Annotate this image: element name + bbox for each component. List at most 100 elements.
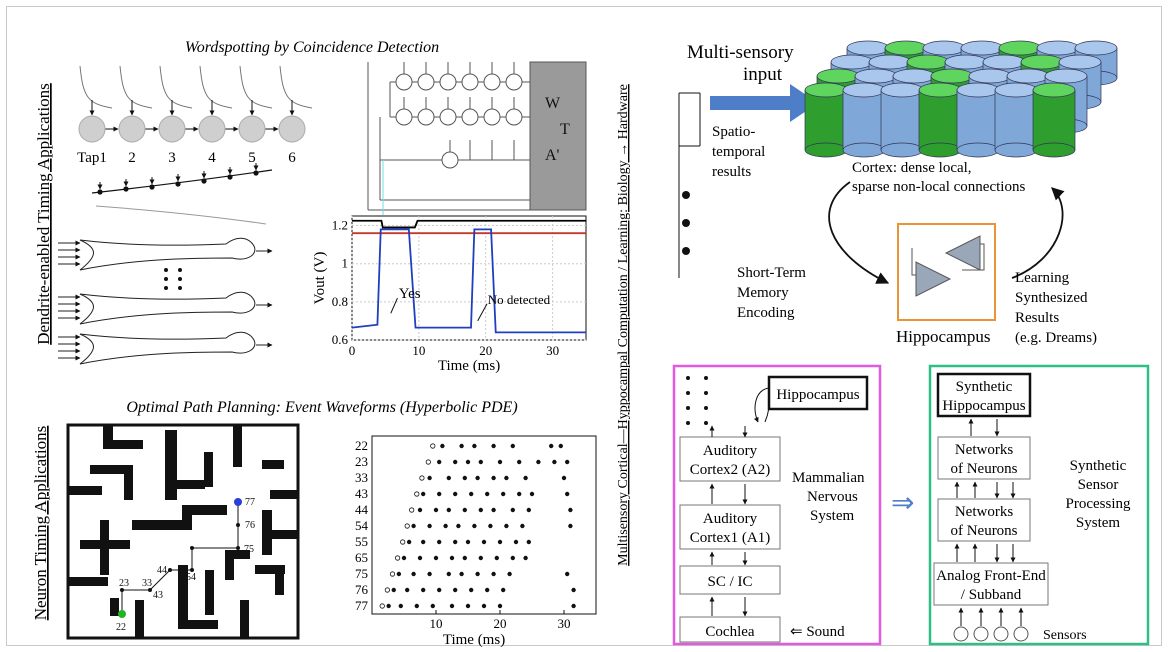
maze-label-44: 44 xyxy=(157,565,167,576)
vout-plot-area xyxy=(351,215,587,341)
raster-point xyxy=(497,539,503,545)
cortex-column-top xyxy=(998,40,1042,56)
right-side-label: Multisensory Cortical—Hyppocampal Comput… xyxy=(616,84,631,566)
raster-point xyxy=(510,555,515,561)
wta-label-w: W xyxy=(545,95,561,112)
raster-open-point xyxy=(400,539,406,545)
raster-point xyxy=(510,507,515,513)
raster-point xyxy=(478,459,483,465)
tap-label-2: 2 xyxy=(128,150,136,166)
raster-point xyxy=(449,555,455,561)
raster-point xyxy=(494,555,499,561)
raster-point xyxy=(411,571,416,577)
raster-point xyxy=(497,603,503,609)
wta-row-2 xyxy=(395,97,523,126)
input-title-2: input xyxy=(743,64,783,85)
raster-point xyxy=(520,523,525,529)
vout-xtick-label: 0 xyxy=(349,343,356,358)
cortex-column xyxy=(880,82,924,158)
raster-point xyxy=(433,555,439,561)
vout-ytick-label: 0.6 xyxy=(332,332,349,347)
raster-open-point xyxy=(425,459,431,465)
psp-wave-6 xyxy=(279,65,313,109)
raster-point xyxy=(523,555,528,561)
raster-point xyxy=(507,571,512,577)
cortex-column-top xyxy=(804,82,848,98)
maze-label-75: 75 xyxy=(244,544,254,555)
raster-point xyxy=(478,507,483,513)
raster-row-label: 22 xyxy=(355,438,368,453)
cortex-column-top xyxy=(968,68,1012,84)
afe-box xyxy=(933,562,1049,606)
raster-point xyxy=(485,491,490,497)
cortex-column-bottom xyxy=(842,142,886,158)
cortex-column-top xyxy=(960,40,1004,56)
stm-label-2: Memory xyxy=(737,285,789,301)
cortex-column-body xyxy=(880,89,924,151)
raster-point xyxy=(523,475,528,481)
raster-row-label: 77 xyxy=(355,598,369,613)
raster-point xyxy=(491,443,496,449)
raster-point xyxy=(481,603,487,609)
cortex-column-top xyxy=(1020,54,1064,70)
raster-point xyxy=(491,507,496,513)
tap-label-4: 4 xyxy=(208,150,216,166)
raster-point xyxy=(571,587,576,593)
psp-wave-1 xyxy=(79,65,113,109)
raster-point xyxy=(529,491,535,497)
net2-box xyxy=(937,498,1031,542)
cortex-column xyxy=(842,82,886,158)
neuron-3 xyxy=(58,331,273,365)
raster-point xyxy=(465,539,471,545)
raster-point xyxy=(437,459,442,465)
raster-point xyxy=(417,507,423,513)
cortex-column-top xyxy=(846,40,890,56)
tap-node-3 xyxy=(158,115,186,143)
maze-label-77: 77 xyxy=(245,497,255,508)
cortex-column-top xyxy=(956,82,1000,98)
stm-label-1: Short-Term xyxy=(737,265,806,281)
raster-point xyxy=(549,443,554,449)
maze-label-23: 23 xyxy=(119,578,129,589)
maze-goal-node xyxy=(234,498,242,506)
afe-label-1: Analog Front-End xyxy=(936,568,1046,584)
maze-path xyxy=(121,502,239,614)
raster-point xyxy=(453,539,458,545)
tap-chain xyxy=(79,65,313,109)
stm-arrow xyxy=(828,181,890,284)
net1-box xyxy=(937,436,1031,480)
maze-label-22: 22 xyxy=(116,622,126,633)
vout-annotation-yes: Yes xyxy=(399,286,421,302)
input-dot-1 xyxy=(682,191,690,199)
maze-walls xyxy=(68,425,298,638)
psp-wave-4 xyxy=(199,65,233,109)
raster-point xyxy=(462,555,467,561)
wta-row-1 xyxy=(395,62,523,91)
wta-label-t: T xyxy=(560,121,570,138)
raster-point xyxy=(517,459,522,465)
cortex-column-top xyxy=(884,40,928,56)
raster-point xyxy=(421,491,426,497)
cortex-column-top xyxy=(906,54,950,70)
raster-row-label: 54 xyxy=(355,518,369,533)
mammal-caption-3: System xyxy=(810,508,855,524)
raster-point xyxy=(430,603,435,609)
a2-label-1: Auditory xyxy=(703,443,758,459)
raster-point xyxy=(398,603,403,609)
maze-path-nodes xyxy=(120,523,240,592)
synth-caption-1: Synthetic xyxy=(1070,458,1127,474)
sensor-3 xyxy=(993,626,1009,642)
wta-label-a: A' xyxy=(545,147,560,164)
raster-point xyxy=(406,539,412,545)
cortex-column-top xyxy=(1036,40,1080,56)
mammal-hippocampus-label: Hippocampus xyxy=(776,387,859,403)
wta-row-3 xyxy=(441,140,515,169)
raster-point xyxy=(536,459,541,465)
raster-xtick-label: 10 xyxy=(430,616,443,631)
cortex-column xyxy=(1032,82,1076,158)
synth-hippo-label-1: Synthetic xyxy=(956,379,1013,395)
neuron-ellipsis xyxy=(164,268,182,290)
raster-xlabel: Time (ms) xyxy=(443,632,505,648)
